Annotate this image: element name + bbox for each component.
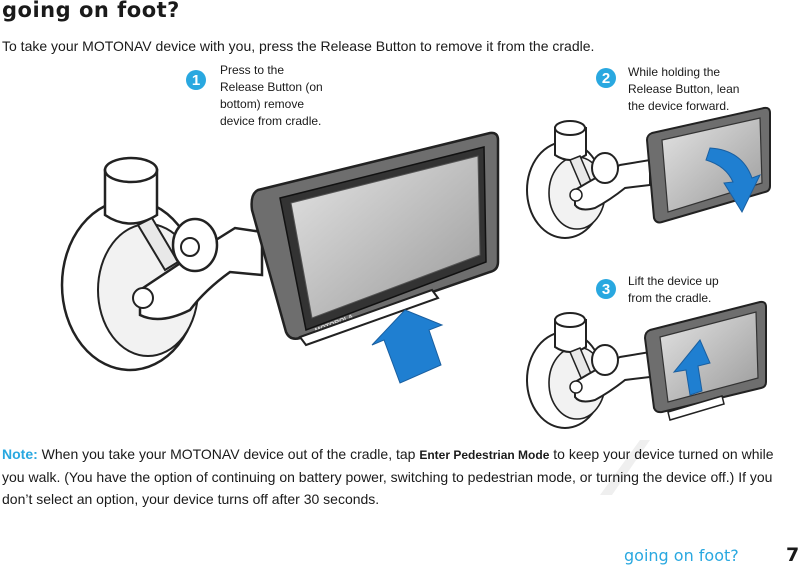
intro-paragraph: To take your MOTONAV device with you, pr…: [2, 38, 595, 54]
step-3-line: Lift the device up: [628, 274, 719, 288]
step-1-line: Release Button (on: [220, 80, 323, 94]
watermark-stripe: [600, 440, 650, 495]
footer-section-title: going on foot?: [624, 546, 739, 565]
step-2-line: Release Button, lean: [628, 82, 740, 96]
page-number: 7: [786, 544, 800, 566]
page-title: going on foot?: [2, 0, 180, 22]
note-text-after: to keep your device turned on while you …: [2, 446, 774, 507]
step-1-line: device from cradle.: [220, 114, 322, 128]
step-1-line: bottom) remove: [220, 97, 305, 111]
main-cradle-illustration: MOTOROLA: [60, 131, 500, 384]
step-3-illustration: [526, 300, 767, 429]
step-2-badge: 2: [596, 68, 616, 88]
note-paragraph: Note: When you take your MOTONAV device …: [2, 443, 798, 510]
note-label: Note:: [2, 446, 38, 462]
step-3-text: Lift the device up from the cradle.: [628, 273, 719, 307]
step-2-illustration: [526, 106, 771, 239]
note-text-before: When you take your MOTONAV device out of…: [37, 446, 420, 462]
step-3-badge: 3: [596, 279, 616, 299]
step-3-line: from the cradle.: [628, 291, 712, 305]
pedestrian-mode-command: Enter Pedestrian Mode: [419, 448, 550, 462]
step-2-line: the device forward.: [628, 99, 730, 113]
step-2-line: While holding the: [628, 65, 721, 79]
step-1-badge: 1: [186, 70, 206, 90]
step-1-line: Press to the: [220, 63, 285, 77]
step-1-text: Press to the Release Button (on bottom) …: [220, 62, 323, 130]
step-2-text: While holding the Release Button, lean t…: [628, 64, 739, 115]
